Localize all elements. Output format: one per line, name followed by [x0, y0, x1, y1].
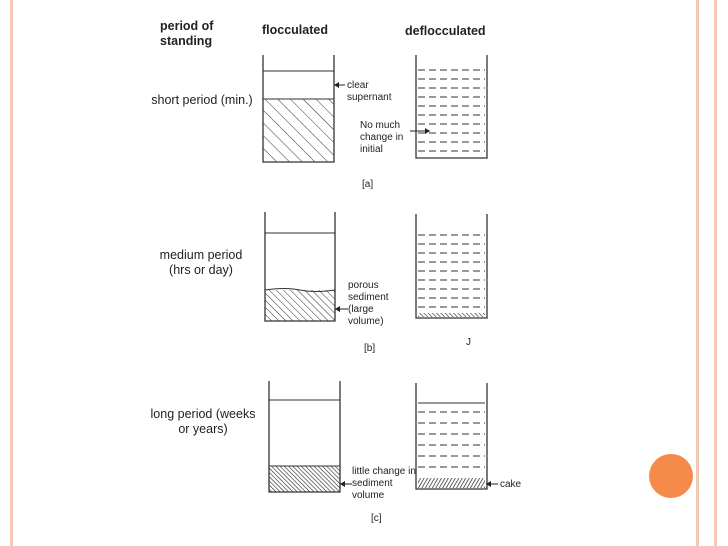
- cake-sediment-c-deflocculated: [418, 478, 485, 488]
- period-label-long: long period (weeks or years): [150, 407, 256, 436]
- figure-label-b: [b]: [364, 343, 376, 354]
- annotation-no-change: No much change in initial: [360, 120, 404, 155]
- annotation-little-change: little change in sediment volume: [352, 466, 416, 501]
- slide-border-left: [10, 0, 13, 546]
- beaker-outline-b-flocculated: [264, 212, 336, 322]
- header-flocculated: flocculated: [262, 23, 328, 37]
- arrowhead-c-deflocculated: [486, 481, 491, 487]
- beaker-a-deflocculated: [410, 55, 488, 159]
- slide-border-right-outer: [714, 0, 717, 546]
- header-period: period of standing: [160, 19, 214, 48]
- beaker-outline-b-deflocculated: [415, 214, 488, 319]
- annotation-porous-sediment: porous sediment (large volume): [348, 280, 389, 327]
- beaker-outline-a-deflocculated: [415, 55, 488, 159]
- beaker-c-deflocculated: [415, 383, 498, 490]
- arrowhead-a-deflocculated: [425, 128, 430, 134]
- dashed-suspension-c: [418, 411, 485, 468]
- annotation-clear-supernant: clear supernant: [347, 80, 392, 103]
- beaker-outline-c-flocculated: [268, 381, 341, 493]
- beaker-b-flocculated: [264, 212, 348, 322]
- period-label-medium: medium period (hrs or day): [159, 248, 243, 277]
- beaker-outline-c-deflocculated: [415, 383, 488, 490]
- header-deflocculated: deflocculated: [405, 24, 486, 38]
- beaker-c-flocculated: [268, 381, 352, 493]
- sediment-a-flocculated: [263, 99, 334, 162]
- arrowhead-b-flocculated: [335, 306, 340, 312]
- sediment-b-flocculated: [265, 290, 335, 321]
- dashed-suspension-b: [418, 234, 485, 308]
- beaker-outline-a-flocculated: [262, 55, 335, 163]
- figure-label-a: [a]: [362, 179, 374, 190]
- beaker-a-flocculated: [262, 55, 345, 163]
- annotation-cake: cake: [500, 479, 522, 490]
- slide-border-right: [696, 0, 699, 546]
- period-label-short: short period (min.): [151, 93, 253, 107]
- arrowhead-a-flocculated: [334, 82, 339, 88]
- thin-sediment-b-deflocculated: [418, 313, 485, 317]
- sediment-c-flocculated: [269, 466, 340, 492]
- accent-circle: [649, 454, 693, 498]
- figure-label-c: [c]: [371, 513, 382, 524]
- annotation-j: J: [466, 337, 471, 348]
- dashed-suspension-a: [418, 69, 485, 152]
- arrowhead-c-flocculated: [340, 481, 345, 487]
- beaker-b-deflocculated: [415, 214, 488, 319]
- interface-b-flocculated: [264, 288, 336, 292]
